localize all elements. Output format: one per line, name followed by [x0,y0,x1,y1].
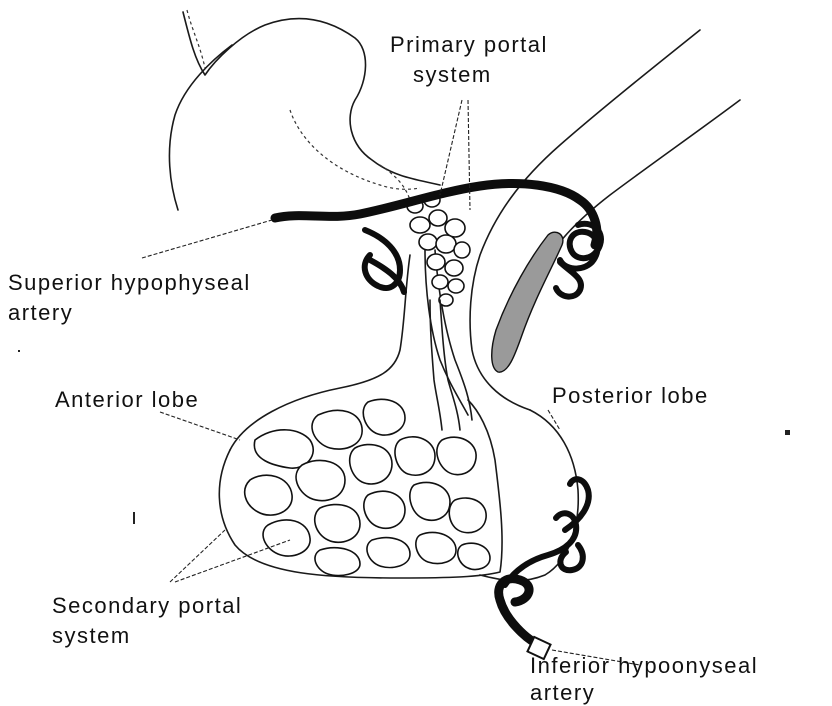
leader-superior-artery [142,220,272,258]
median-eminence-outline [380,165,410,200]
speck [18,350,20,352]
label-secondary-portal-line1: Secondary portal [52,593,242,618]
label-inferior-artery-line1: Inferior hypoonyseal [530,653,758,678]
label-inferior-artery-line2: artery [530,680,595,705]
inferior-hypophyseal-artery [499,579,545,648]
label-secondary-portal-line2: system [52,623,131,648]
label-posterior-lobe: Posterior lobe [552,383,709,408]
label-anterior-lobe: Anterior lobe [55,387,199,412]
primary-portal-capillaries [407,193,470,306]
label-primary-portal-line2: system [413,62,492,87]
speck [785,430,790,435]
optic-chiasm-outline [290,110,420,189]
long-portal-vein-2 [430,300,442,430]
inferior-artery-coil-2 [565,479,589,530]
speck [133,512,135,524]
leader-posterior-lobe [548,410,560,430]
label-primary-portal-line1: Primary portal [390,32,548,57]
label-superior-artery-line2: artery [8,300,73,325]
secondary-portal-capillaries [245,399,490,575]
superior-artery-right-coil [560,224,601,269]
posterior-lobe-stipple [492,232,563,372]
leader-anterior-lobe [160,412,240,440]
hypothalamus-left-outline [169,45,232,210]
label-superior-artery-line1: Superior hypophyseal [8,270,251,295]
